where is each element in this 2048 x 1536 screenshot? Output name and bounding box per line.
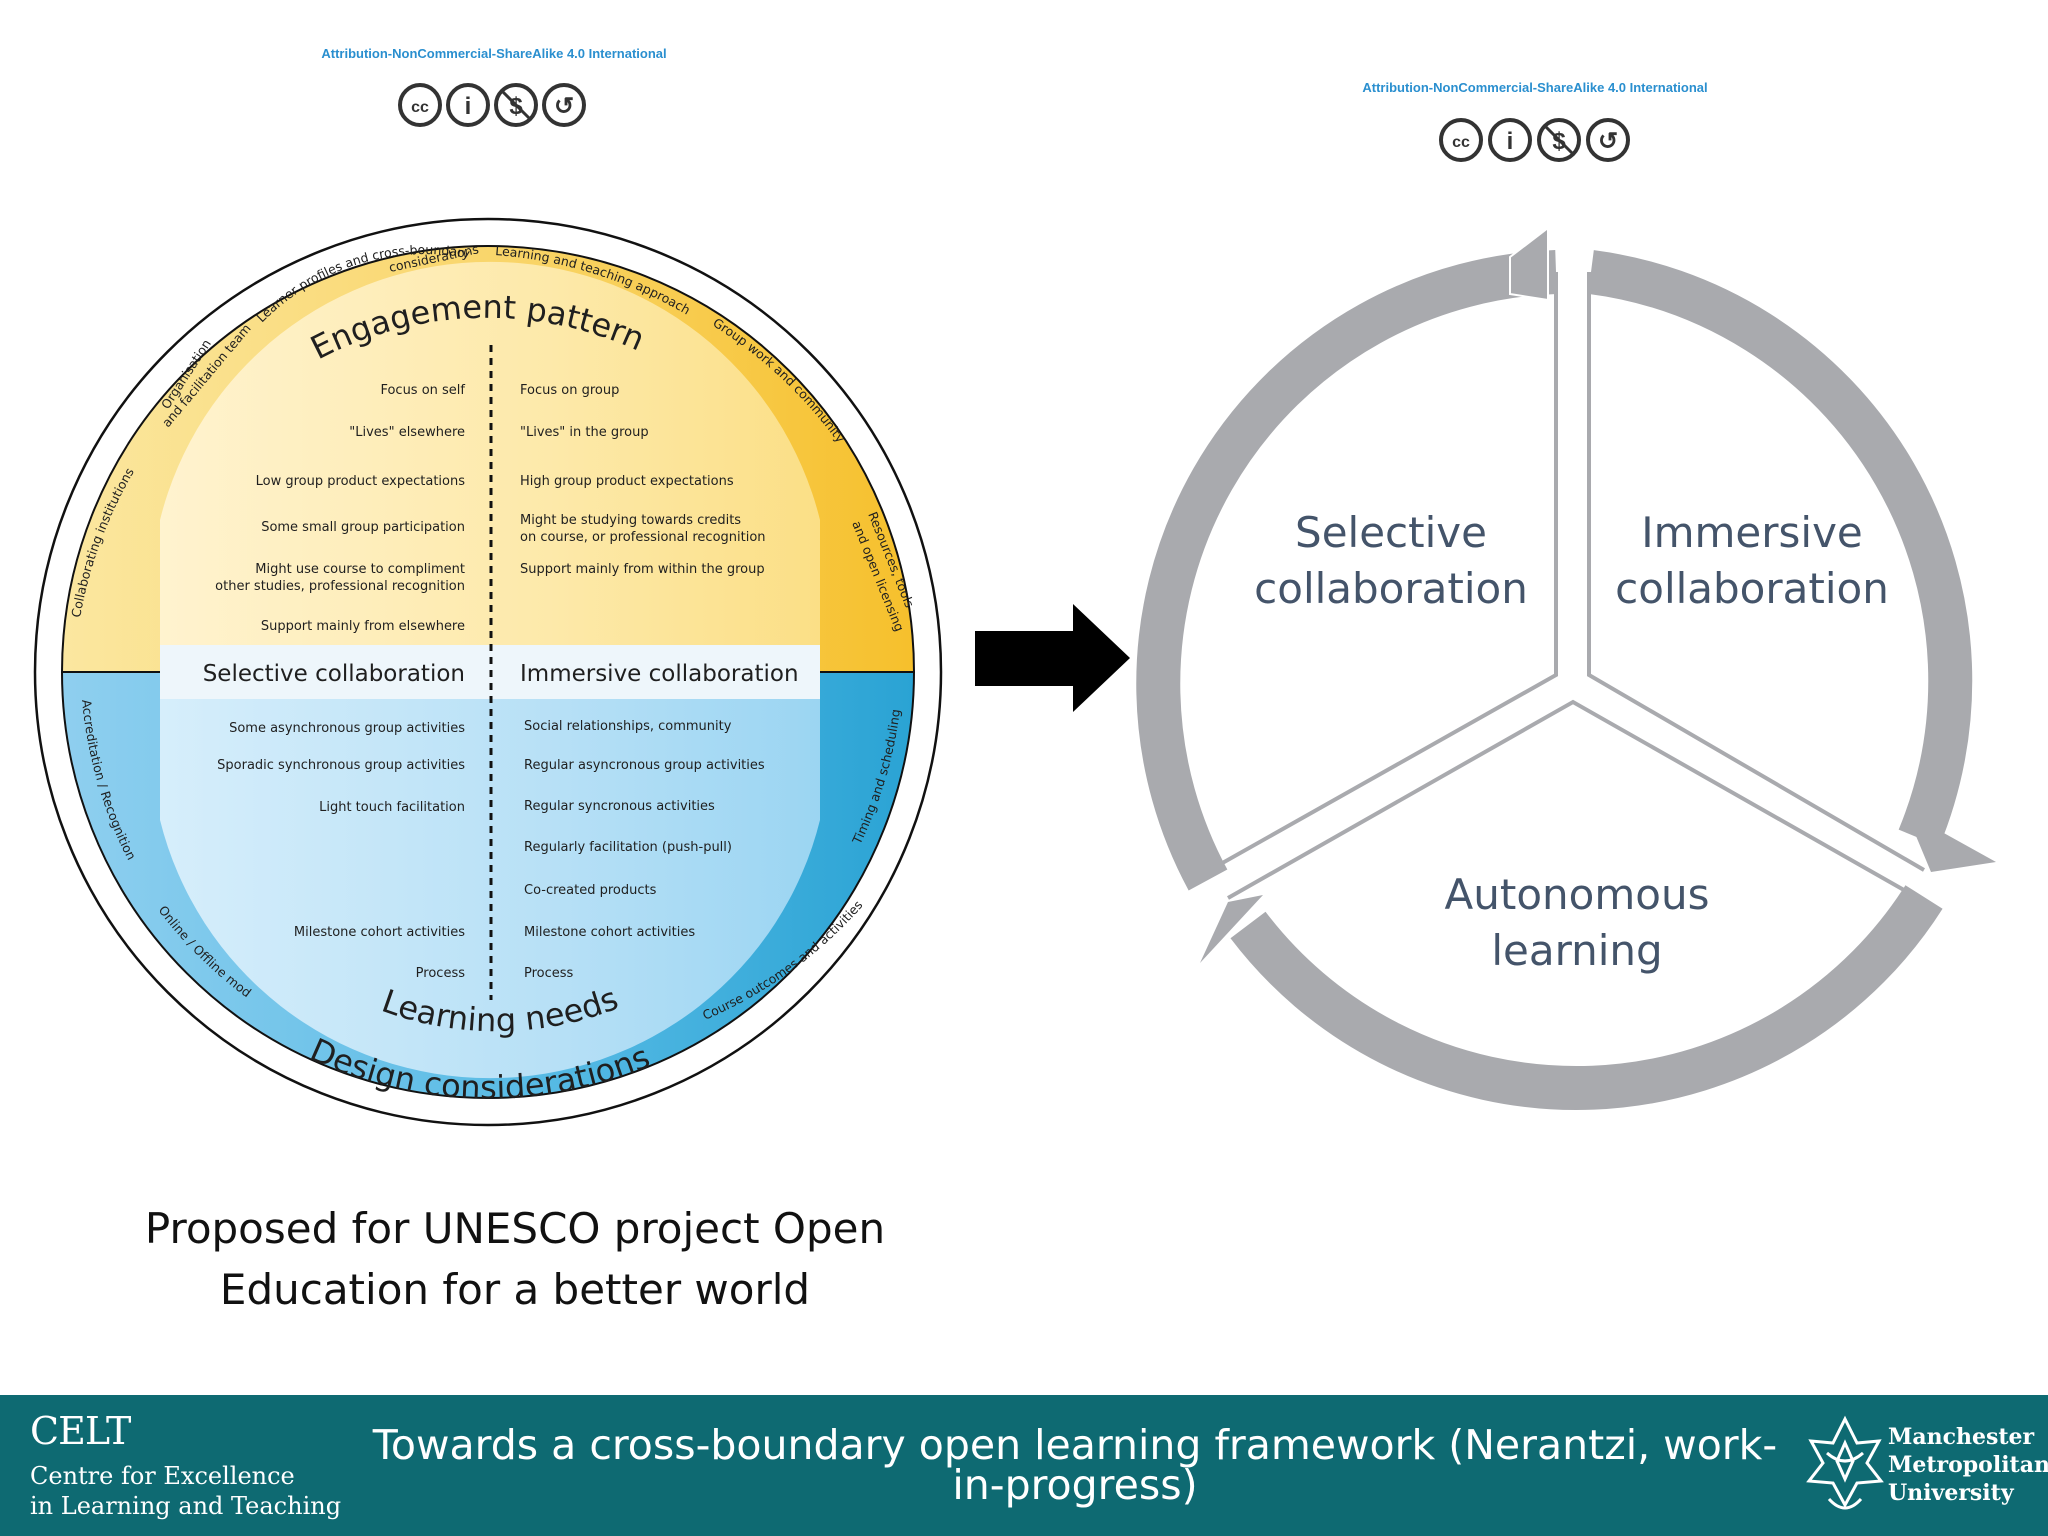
footer-bar: CELT Centre for Excellence in Learning a… [0, 1395, 2048, 1536]
bottom-left-items: Some asynchronous group activities Spora… [217, 721, 465, 981]
learning-inner [160, 699, 820, 1079]
list-item: Might use course to compliment [255, 562, 465, 577]
cycle-arrowhead-top [1509, 225, 1549, 302]
list-item: Milestone cohort activities [524, 925, 695, 940]
list-item: "Lives" elsewhere [349, 425, 465, 440]
caption-line-1: Proposed for UNESCO project Open [144, 1204, 886, 1253]
celt-logo-text: CELT [30, 1409, 131, 1453]
celt-name-line-2: in Learning and Teaching [30, 1492, 342, 1520]
footer-title: Towards a cross-boundary open learning f… [372, 1421, 1778, 1509]
university-name: Manchester Metropolitan University [1888, 1423, 2048, 1507]
svg-text:cc: cc [1452, 134, 1470, 151]
list-item: Focus on self [380, 383, 465, 398]
sharealike-icon: ↺ [1586, 118, 1630, 162]
list-item: on course, or professional recognition [520, 530, 766, 545]
cycle-divider-right [1587, 272, 1926, 872]
celt-name-line-1: Centre for Excellence [30, 1462, 295, 1490]
list-item: Might be studying towards credits [520, 513, 741, 528]
list-item: Sporadic synchronous group activities [217, 758, 465, 773]
cc-icon: cc [1439, 118, 1483, 162]
cycle-diagram: Selective collaboration Immersive collab… [1136, 225, 1996, 1110]
cc-icon: cc [398, 83, 442, 127]
caption-line-2: Education for a better world [219, 1265, 811, 1314]
cycle-divider-bottom [1227, 699, 1919, 900]
svg-text:cc: cc [411, 99, 429, 116]
list-item: Regularly facilitation (push-pull) [524, 840, 732, 855]
license-left: Attribution-NonCommercial-ShareAlike 4.0… [321, 46, 667, 127]
university-line-1: Manchester [1888, 1424, 2035, 1450]
cycle-arrowhead-bottom [1200, 895, 1263, 963]
list-item: Regular asyncronous group activities [524, 758, 765, 773]
list-item: "Lives" in the group [520, 425, 649, 440]
selective-line-1: Selective [1295, 508, 1487, 557]
selective-line-2: collaboration [1254, 564, 1528, 613]
immersive-line-2: collaboration [1615, 564, 1889, 613]
framework-diagram: Engagement patterns Learning needs Desig… [0, 0, 943, 1127]
right-arrow-icon [975, 604, 1130, 712]
license-text-right: Attribution-NonCommercial-ShareAlike 4.0… [1362, 80, 1707, 95]
celt-full-name: Centre for Excellence in Learning and Te… [30, 1461, 360, 1521]
list-item: Milestone cohort activities [294, 925, 465, 940]
list-item: other studies, professional recognition [215, 579, 465, 594]
caption: Proposed for UNESCO project Open Educati… [110, 1198, 920, 1320]
bottom-right-items: Social relationships, community Regular … [524, 719, 765, 981]
list-item: Some small group participation [261, 520, 465, 535]
list-item: Social relationships, community [524, 719, 732, 734]
list-item: Low group product expectations [256, 474, 466, 489]
list-item: Co-created products [524, 883, 657, 898]
mmu-bee-logo-icon [1806, 1415, 1884, 1510]
license-text-left: Attribution-NonCommercial-ShareAlike 4.0… [321, 46, 666, 61]
svg-text:i: i [1507, 128, 1514, 155]
attribution-icon: i [446, 83, 490, 127]
top-right-items: Focus on group "Lives" in the group High… [520, 383, 766, 577]
top-left-items: Focus on self "Lives" elsewhere Low grou… [215, 383, 465, 634]
immersive-line-1: Immersive [1641, 508, 1863, 557]
noncommercial-icon: $ [494, 83, 538, 127]
list-item: Process [524, 966, 574, 981]
list-item: Some asynchronous group activities [229, 721, 465, 736]
cycle-arrowhead-right [1906, 812, 1996, 872]
autonomous-line-2: learning [1491, 926, 1662, 975]
noncommercial-icon: $ [1537, 118, 1581, 162]
list-item: Light touch facilitation [319, 800, 465, 815]
university-line-3: University [1888, 1480, 2014, 1506]
selective-label: Selective collaboration [203, 661, 465, 687]
list-item: Support mainly from within the group [520, 562, 765, 577]
cycle-divider-left [1209, 272, 1558, 872]
list-item: Focus on group [520, 383, 619, 398]
list-item: High group product expectations [520, 474, 734, 489]
university-line-2: Metropolitan [1888, 1452, 2048, 1478]
svg-text:i: i [465, 93, 472, 120]
immersive-label: Immersive collaboration [520, 661, 799, 687]
cycle-arc-left [1136, 250, 1557, 891]
cycle-arc-bottom [1230, 885, 1943, 1110]
list-item: Process [416, 966, 466, 981]
svg-text:↺: ↺ [1598, 128, 1618, 155]
list-item: Support mainly from elsewhere [261, 619, 465, 634]
list-item: Regular syncronous activities [524, 799, 715, 814]
svg-text:↺: ↺ [554, 93, 574, 120]
attribution-icon: i [1488, 118, 1532, 162]
cycle-arc-right [1588, 250, 1973, 847]
sharealike-icon: ↺ [542, 83, 586, 127]
autonomous-line-1: Autonomous [1445, 870, 1710, 919]
license-right: Attribution-NonCommercial-ShareAlike 4.0… [1362, 80, 1708, 162]
